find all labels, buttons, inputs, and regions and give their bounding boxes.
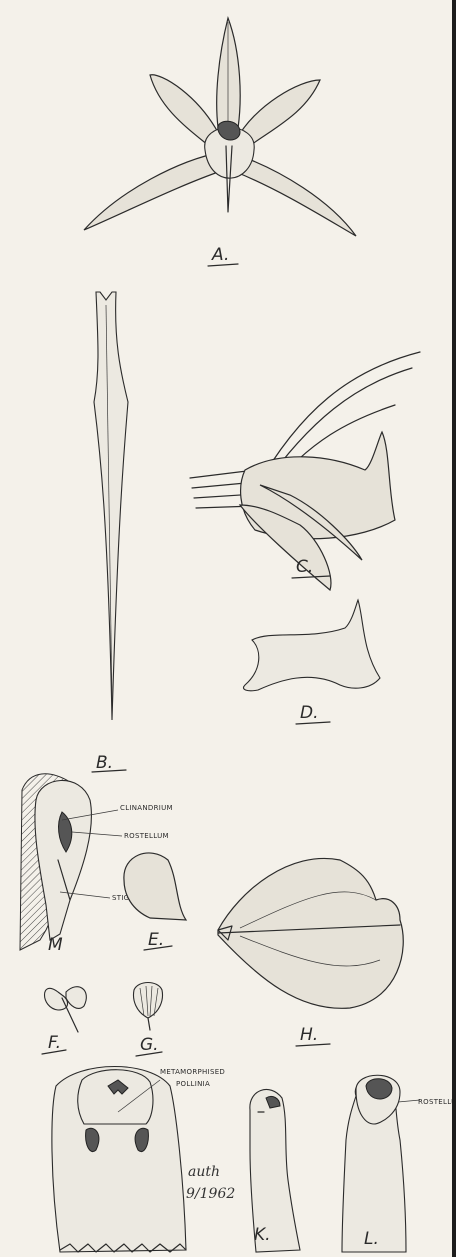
letter-b: B.: [96, 753, 113, 773]
letter-h: H.: [300, 1025, 318, 1045]
label-clinandrium: CLINANDRIUM: [120, 804, 173, 812]
letter-f: F.: [48, 1033, 61, 1053]
page-edge: [452, 0, 456, 1257]
letter-c: C.: [296, 557, 313, 577]
figure-b-column: [94, 292, 128, 720]
label-metamorphised: METAMORPHISED: [160, 1068, 225, 1076]
figure-m-section: [20, 774, 122, 950]
label-pollinia: POLLINIA: [176, 1080, 210, 1088]
figure-h-lip-spread: [218, 858, 403, 1008]
figure-e-anther: [124, 853, 186, 920]
letter-m: M: [48, 935, 63, 955]
label-rostellum-m: ROSTELLUM: [124, 832, 169, 840]
letter-k: K.: [254, 1225, 271, 1245]
letter-l: L.: [364, 1229, 379, 1249]
figure-f-pollinia: [45, 987, 87, 1032]
figure-a-flower: [84, 18, 356, 236]
figure-i-column-front: [52, 1067, 186, 1253]
letter-a: A.: [211, 245, 229, 265]
figure-g-pollinia-cluster: [134, 983, 163, 1031]
figure-c-side-view: [190, 352, 420, 590]
letter-g: G.: [140, 1035, 159, 1055]
figure-d-lip: [243, 600, 380, 691]
figure-l-column-ventral: [342, 1075, 420, 1252]
label-rostellum-l: ROSTELLUM: [418, 1098, 452, 1106]
letter-d: D.: [300, 703, 319, 723]
signature-name: auth: [188, 1164, 220, 1180]
signature-date: 9/1962: [186, 1186, 235, 1202]
